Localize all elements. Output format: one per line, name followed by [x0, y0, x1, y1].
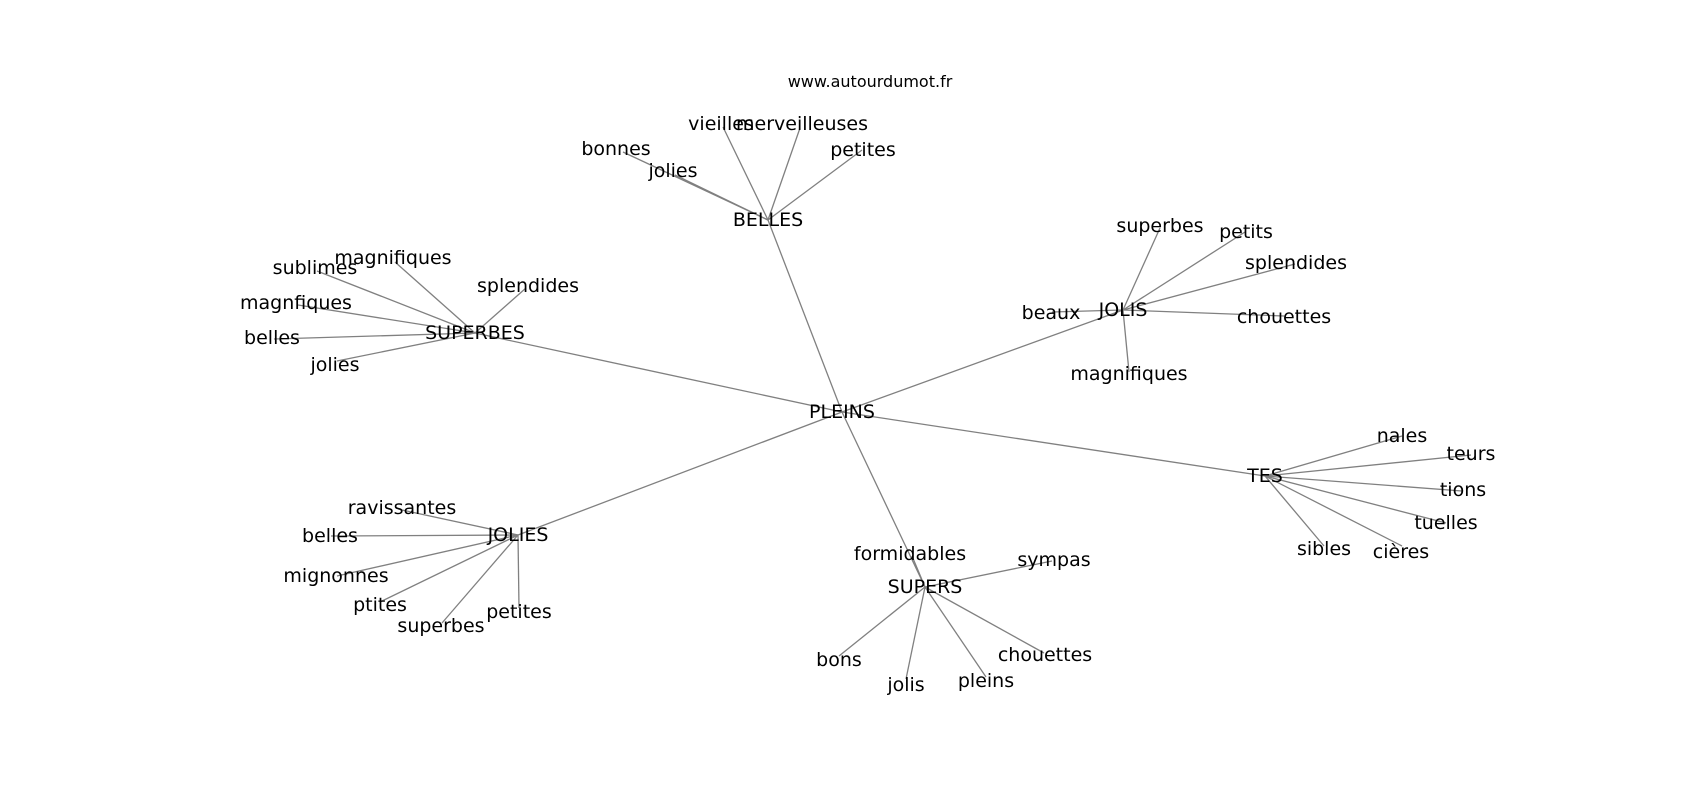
- center-hub-edge: [841, 411, 1266, 477]
- hub-leaf-edge: [924, 586, 1045, 654]
- hub-leaf-edge: [1264, 475, 1403, 547]
- hub-leaf-edge: [297, 304, 476, 334]
- hub-leaf-edge: [330, 534, 519, 537]
- graph-nodes: bonnesjoliesvieillesmerveilleusespetites…: [240, 113, 1495, 696]
- hub-leaf-edge: [1264, 475, 1325, 547]
- hub-leaf-edge: [394, 261, 476, 334]
- hub-word-node: TES: [1246, 465, 1283, 487]
- leaf-word-node: bonnes: [581, 138, 650, 160]
- hub-leaf-edge: [401, 509, 519, 536]
- leaf-word-node: magnfiques: [240, 292, 352, 314]
- leaf-word-node: magnifiques: [1070, 363, 1187, 385]
- leaf-word-node: nales: [1377, 425, 1428, 447]
- hub-leaf-edge: [1122, 231, 1246, 311]
- hub-leaf-edge: [674, 174, 769, 221]
- leaf-word-node: sibles: [1297, 538, 1351, 560]
- leaf-word-node: jolies: [647, 160, 697, 182]
- leaf-word-node: superbes: [1116, 215, 1203, 237]
- leaf-word-node: splendides: [1245, 252, 1347, 274]
- hub-leaf-edge: [767, 127, 801, 221]
- leaf-word-node: superbes: [397, 615, 484, 637]
- hub-leaf-edge: [767, 149, 863, 221]
- leaf-word-node: petites: [486, 601, 552, 623]
- hub-leaf-edge: [1051, 309, 1124, 313]
- hub-leaf-edge: [1264, 475, 1463, 492]
- hub-word-node: JOLIES: [487, 524, 549, 546]
- leaf-word-node: belles: [302, 525, 358, 547]
- hub-leaf-edge: [379, 534, 519, 603]
- leaf-word-node: formidables: [854, 543, 966, 565]
- hub-word-node: BELLES: [733, 209, 803, 231]
- center-hub-edge: [767, 219, 843, 413]
- center-hub-edge: [474, 332, 843, 413]
- center-hub-edge: [841, 411, 926, 588]
- leaf-word-node: merveilleuses: [736, 113, 868, 135]
- hub-leaf-edge: [1122, 309, 1130, 373]
- hub-leaf-edge: [474, 287, 527, 334]
- hub-word-node: SUPERBES: [425, 322, 525, 344]
- hub-leaf-edge: [1122, 309, 1285, 317]
- hub-leaf-edge: [924, 560, 1053, 588]
- leaf-word-node: jolies: [309, 354, 359, 376]
- hub-leaf-edge: [905, 586, 926, 680]
- leaf-word-node: tuelles: [1414, 512, 1477, 534]
- center-hub-edge: [517, 411, 843, 536]
- center-word-node: PLEINS: [809, 401, 875, 423]
- leaf-word-node: teurs: [1447, 443, 1496, 465]
- leaf-word-node: petites: [830, 139, 896, 161]
- center-hub-edge: [841, 309, 1124, 413]
- hub-leaf-edge: [1122, 227, 1161, 311]
- hub-leaf-edge: [273, 332, 476, 340]
- leaf-word-node: sublimes: [273, 257, 358, 279]
- leaf-word-node: ravissantes: [348, 497, 457, 519]
- hub-leaf-edge: [336, 332, 476, 362]
- leaf-word-node: petits: [1219, 221, 1273, 243]
- leaf-word-node: tions: [1440, 479, 1486, 501]
- hub-leaf-edge: [517, 534, 520, 609]
- leaf-word-node: jolis: [886, 674, 924, 696]
- hub-leaf-edge: [722, 126, 769, 221]
- leaf-word-node: belles: [244, 327, 300, 349]
- hub-leaf-edge: [441, 534, 519, 624]
- hub-leaf-edge: [924, 586, 987, 678]
- hub-leaf-edge: [316, 270, 476, 334]
- hub-word-node: JOLIS: [1098, 299, 1148, 321]
- hub-leaf-edge: [838, 586, 926, 657]
- leaf-word-node: magnifiques: [334, 247, 451, 269]
- hub-leaf-edge: [911, 555, 926, 588]
- hub-leaf-edge: [1264, 435, 1403, 477]
- leaf-word-node: vieilles: [688, 113, 754, 135]
- graph-edges: [273, 126, 1472, 680]
- leaf-word-node: cières: [1373, 541, 1429, 563]
- leaf-word-node: ptites: [353, 594, 407, 616]
- leaf-word-node: mignonnes: [283, 565, 388, 587]
- leaf-word-node: bons: [816, 649, 862, 671]
- hub-leaf-edge: [1122, 263, 1296, 311]
- leaf-word-node: pleins: [958, 670, 1014, 692]
- hub-word-node: SUPERS: [888, 576, 963, 598]
- hub-leaf-edge: [336, 534, 519, 577]
- leaf-word-node: sympas: [1017, 549, 1090, 571]
- site-url: www.autourdumot.fr: [788, 72, 953, 91]
- leaf-word-node: splendides: [477, 275, 579, 297]
- leaf-word-node: chouettes: [1237, 306, 1331, 328]
- leaf-word-node: beaux: [1022, 302, 1081, 324]
- hub-leaf-edge: [1264, 454, 1472, 477]
- leaf-word-node: chouettes: [998, 644, 1092, 666]
- hub-leaf-edge: [1264, 475, 1447, 524]
